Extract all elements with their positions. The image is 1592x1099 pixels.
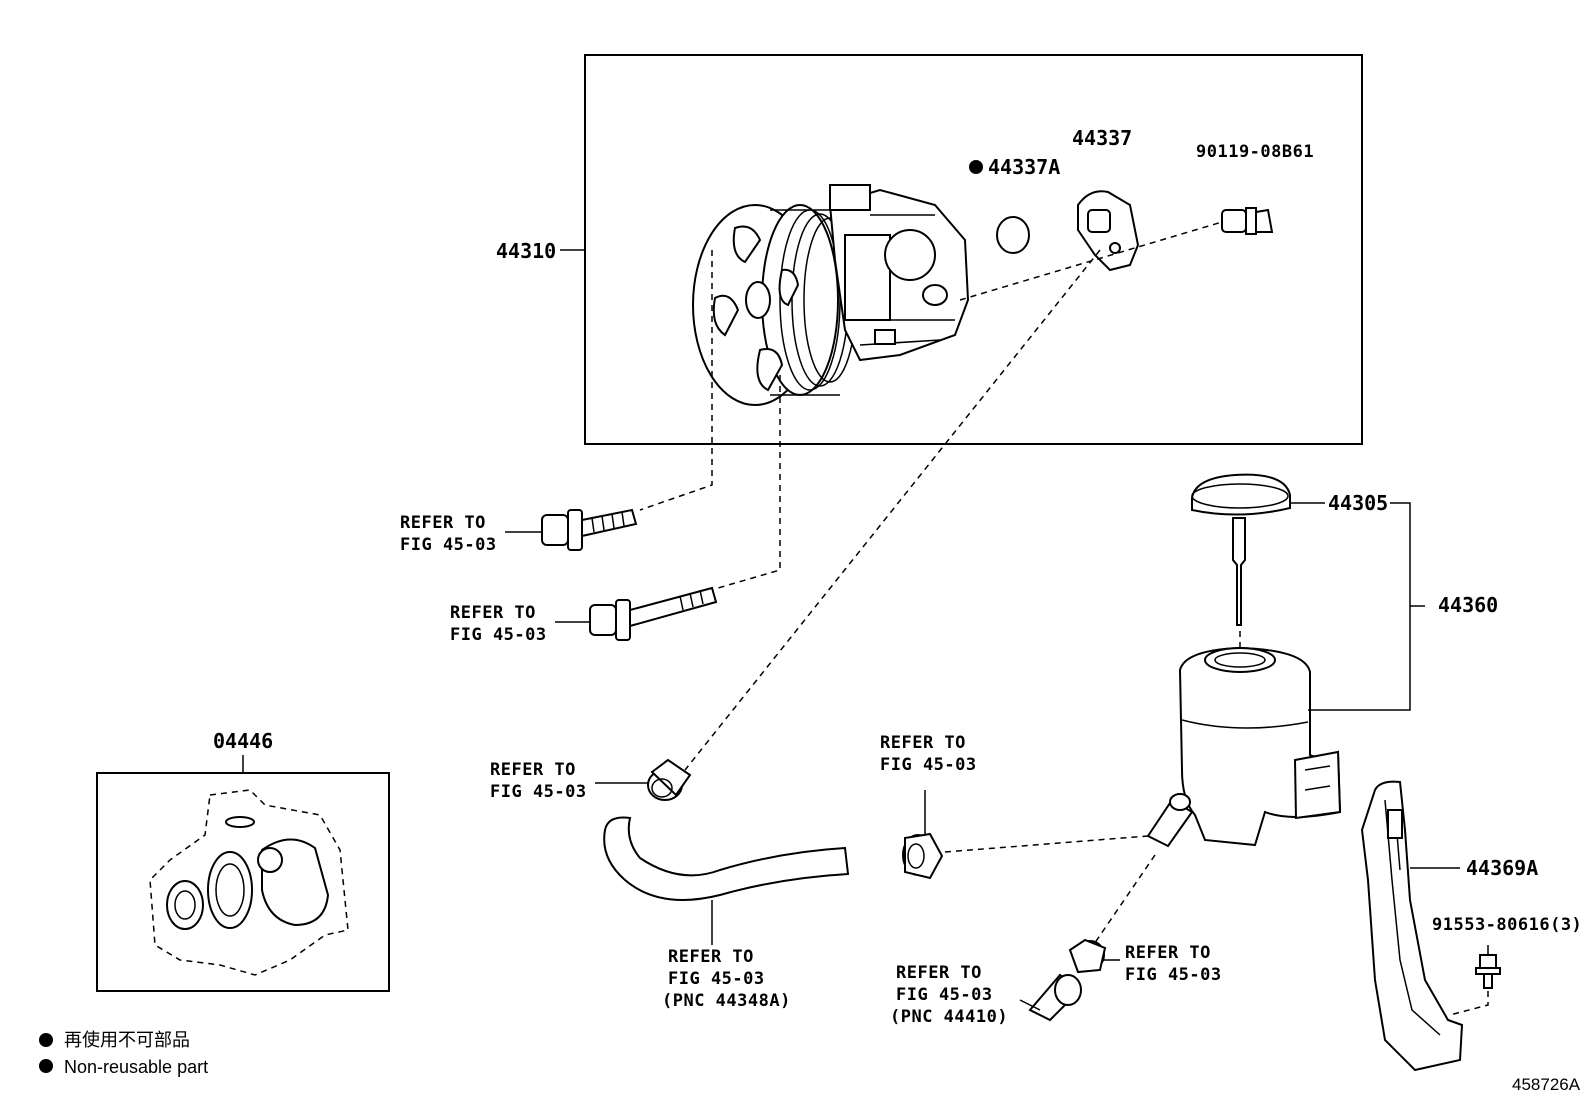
leader-line — [1308, 502, 1411, 711]
refer-to-line: REFER TO — [880, 733, 966, 753]
bolt-90119-illustration — [1221, 207, 1274, 235]
legend-marker-icon — [39, 1059, 53, 1073]
legend-marker-icon — [39, 1033, 53, 1047]
label-44310: 44310 — [496, 239, 556, 263]
gasket-kit-illustration — [149, 789, 349, 976]
refer-to-line: REFER TO — [400, 513, 486, 533]
refer-to-line: REFER TO — [490, 760, 576, 780]
legend-japanese: 再使用不可部品 — [64, 1030, 190, 1050]
pnc-ref-line: (PNC 44410) — [890, 1007, 1008, 1027]
connector-line — [639, 250, 713, 511]
connector-line — [1449, 980, 1489, 1016]
refer-to-line: REFER TO — [450, 603, 536, 623]
label-44360: 44360 — [1438, 593, 1498, 617]
label-91553-80616: 91553-80616(3) — [1432, 915, 1582, 935]
hose-clamp-upper-illustration — [647, 758, 692, 801]
connector-line — [1089, 854, 1156, 951]
fig-ref-line: FIG 45-03 — [1125, 965, 1222, 985]
fig-ref-line: FIG 45-03 — [896, 985, 993, 1005]
label-90119-08B61: 90119-08B61 — [1196, 142, 1314, 162]
pump-body-illustration — [828, 184, 970, 362]
pnc-ref-line: (PNC 44348A) — [662, 991, 791, 1011]
label-44369A: 44369A — [1466, 856, 1538, 880]
fig-ref-line: FIG 45-03 — [668, 969, 765, 989]
o-ring-illustration — [996, 216, 1030, 254]
reservoir-cap-illustration — [1191, 473, 1291, 626]
connector-line — [684, 249, 1101, 771]
reservoir-bracket-illustration — [1360, 780, 1464, 1072]
return-hose-illustration — [1028, 973, 1082, 1022]
flange-bolt-lower-illustration — [589, 586, 718, 641]
non-reusable-marker-icon — [969, 160, 983, 174]
connector-line — [717, 375, 781, 589]
label-44305: 44305 — [1328, 491, 1388, 515]
refer-to-line: REFER TO — [668, 947, 754, 967]
fig-ref-line: FIG 45-03 — [450, 625, 547, 645]
label-44337A: 44337A — [988, 155, 1060, 179]
pump-assembly-frame — [584, 54, 1363, 445]
connector-line — [944, 835, 1149, 853]
union-fitting-illustration — [1077, 190, 1140, 272]
label-44337: 44337 — [1072, 126, 1132, 150]
flange-bolt-upper-illustration — [541, 508, 638, 551]
legend-english: Non-reusable part — [64, 1057, 208, 1077]
reservoir-tank-illustration — [1146, 646, 1342, 848]
leader-line — [1019, 999, 1041, 1011]
fig-ref-line: FIG 45-03 — [880, 755, 977, 775]
figure-id: 458726A — [1512, 1075, 1581, 1094]
bracket-bolt-illustration — [1475, 954, 1501, 989]
refer-to-line: REFER TO — [896, 963, 982, 983]
hose-clamp-lower-illustration — [1068, 938, 1107, 974]
fig-ref-line: FIG 45-03 — [490, 782, 587, 802]
pulley-illustration — [692, 204, 857, 406]
refer-to-line: REFER TO — [1125, 943, 1211, 963]
label-04446: 04446 — [213, 729, 273, 753]
hose-clamp-middle-illustration — [902, 832, 944, 880]
fig-ref-line: FIG 45-03 — [400, 535, 497, 555]
suction-hose-illustration — [603, 816, 850, 901]
